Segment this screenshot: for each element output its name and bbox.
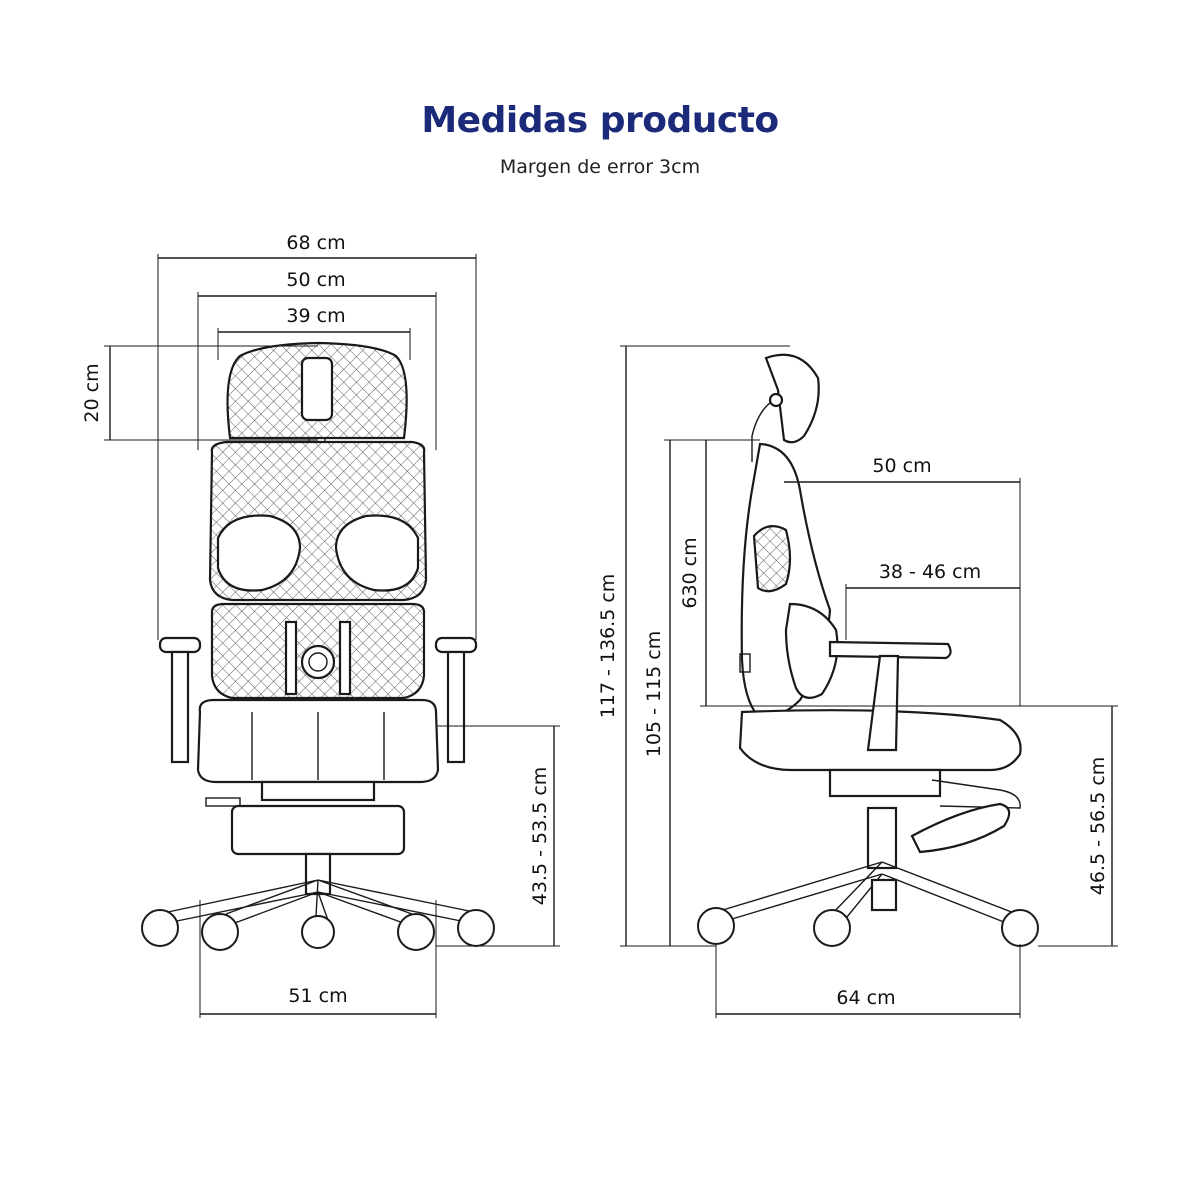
side-base-depth-label: 64 cm [836,987,895,1009]
side-backrest-height-label: 630 cm [679,537,701,608]
side-seat-depth-label: 38 - 46 cm [879,561,981,583]
page-title: Medidas producto [421,100,779,141]
side-seat-floor-height-label: 46.5 - 56.5 cm [1087,757,1109,896]
front-wheels [141,909,495,951]
front-headrest-width-label: 39 cm [286,305,345,327]
front-total-width-label: 68 cm [286,232,345,254]
front-seat-height-label: 43.5 - 53.5 cm [529,767,551,906]
side-total-depth-label: 50 cm [872,455,931,477]
side-dimensions: 117 - 136.5 cm 105 - 115 cm 630 cm 50 cm… [597,345,1118,1018]
page-subtitle: Margen de error 3cm [499,156,701,178]
side-headrest [764,353,820,444]
front-dimensions: 68 cm 50 cm 39 cm 20 cm 43.5 - 53.5 cm 5… [81,232,560,1018]
side-chair-drawing [715,353,1023,929]
front-base-width-label: 51 cm [288,985,347,1007]
front-backrest-width-label: 50 cm [286,269,345,291]
side-armrest-height-label: 105 - 115 cm [643,631,665,757]
side-wheels [697,907,1039,947]
front-chair-drawing [158,341,478,927]
side-total-height-label: 117 - 136.5 cm [597,574,619,719]
front-headrest-height-label: 20 cm [81,363,103,422]
